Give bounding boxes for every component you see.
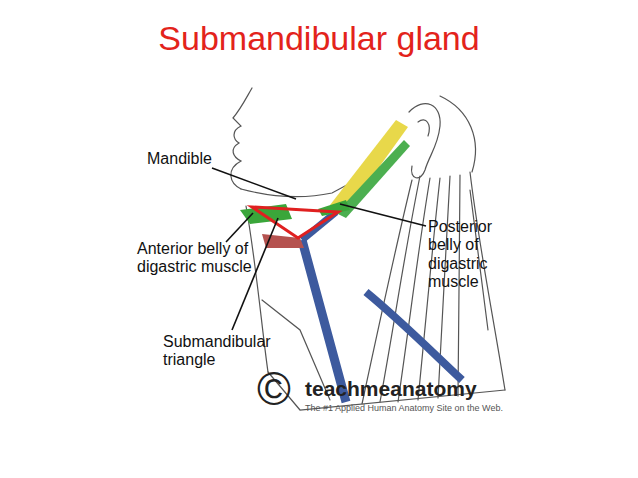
watermark-tagline: The #1 Applied Human Anatomy Site on the…	[305, 403, 545, 413]
posterior-belly-shape	[330, 120, 408, 213]
ear-inner	[418, 120, 429, 136]
submandibular-triangle-outline	[252, 207, 338, 238]
external-jugular-vein	[366, 292, 462, 380]
title-text: Submandibular gland	[0, 20, 638, 57]
muscle-fiber	[398, 178, 430, 402]
leader-line	[212, 168, 296, 199]
head-back	[440, 96, 475, 172]
part-label: Submandibular triangle	[163, 333, 285, 370]
face-profile	[231, 88, 252, 189]
part-label: Posterior belly of digastric muscle	[428, 218, 508, 292]
ear	[409, 104, 440, 178]
leader-line	[226, 213, 253, 242]
leader-line	[340, 204, 426, 226]
copyright-mark: ©	[248, 366, 300, 412]
part-label: Mandible	[147, 150, 257, 168]
part-label: Anterior belly of digastric muscle	[137, 240, 255, 277]
watermark-text: teachmeanatomy	[305, 377, 525, 401]
